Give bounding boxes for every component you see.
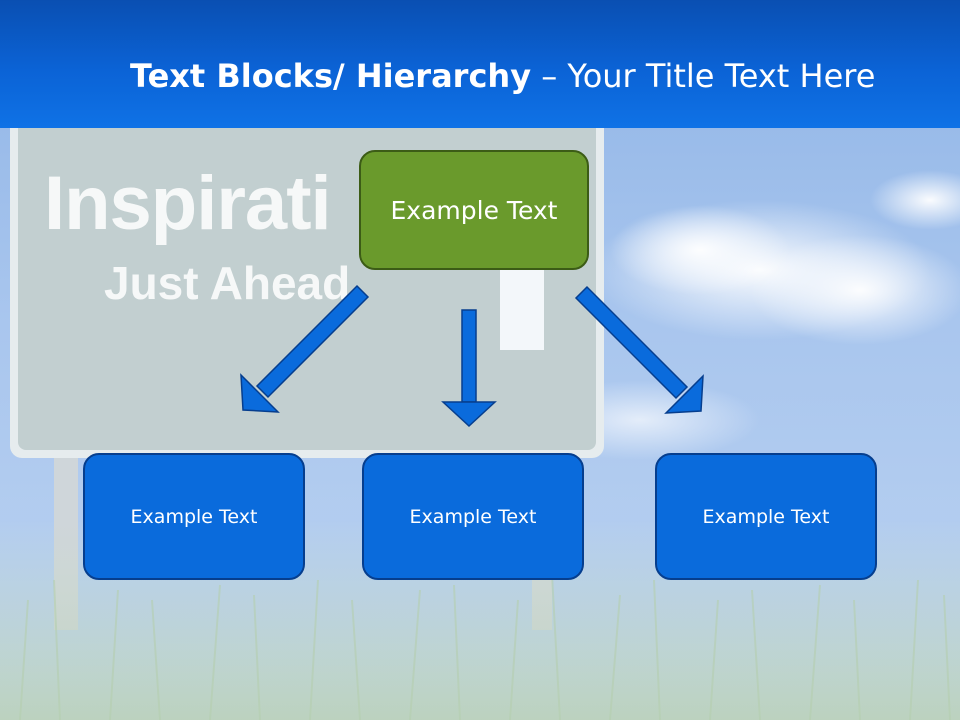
sign-text-line1: Inspirati — [44, 161, 332, 246]
arrow-right — [574, 285, 704, 414]
parent-box[interactable]: Example Text — [359, 150, 589, 270]
arrow-center — [441, 309, 497, 428]
sign-text-line2: Just Ahead — [104, 257, 351, 309]
sign-arrow-shape — [500, 270, 544, 350]
title-rest: Your Title Text Here — [567, 57, 876, 95]
slide-title: Text Blocks/ Hierarchy – Your Title Text… — [130, 56, 930, 96]
arrow-left — [240, 284, 370, 413]
title-band — [0, 0, 960, 128]
child-box-2[interactable]: Example Text — [362, 453, 584, 580]
child-box-3[interactable]: Example Text — [655, 453, 877, 580]
child-box-1[interactable]: Example Text — [83, 453, 305, 580]
title-dash: – — [531, 57, 568, 95]
grass-blades — [19, 574, 951, 720]
cloud-shape — [520, 170, 960, 460]
title-bold: Text Blocks/ Hierarchy — [130, 57, 532, 95]
